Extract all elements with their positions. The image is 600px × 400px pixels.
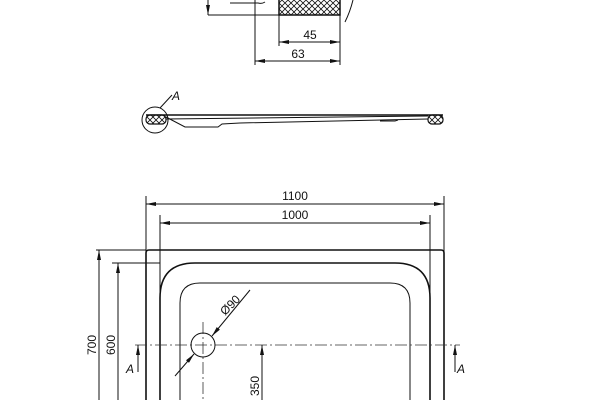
dim-label-1100: 1100	[282, 189, 308, 203]
dim-label-45: 45	[303, 28, 317, 42]
tray-edge	[159, 262, 431, 400]
section-mark-right: A	[456, 362, 465, 376]
detail-circle	[141, 106, 169, 134]
tray-floor	[179, 282, 411, 400]
section-marker-label: A	[171, 89, 180, 103]
dim-label-700: 700	[85, 335, 99, 355]
dim-label-350: 350	[248, 376, 262, 396]
dim-label-600: 600	[104, 335, 118, 355]
outer-rim	[145, 249, 445, 400]
plan-view: 1100 1000 700 600 Ø90 350 A A	[85, 189, 465, 400]
detail-view: 45 63	[206, 0, 354, 65]
hatched-section	[278, 0, 341, 16]
dim-label-1000: 1000	[282, 208, 309, 222]
drain-circle	[190, 332, 216, 358]
section-view: A	[141, 89, 444, 134]
section-mark-left: A	[125, 362, 134, 376]
drain-diameter-label: Ø90	[217, 292, 243, 318]
dim-label-63: 63	[291, 47, 305, 61]
